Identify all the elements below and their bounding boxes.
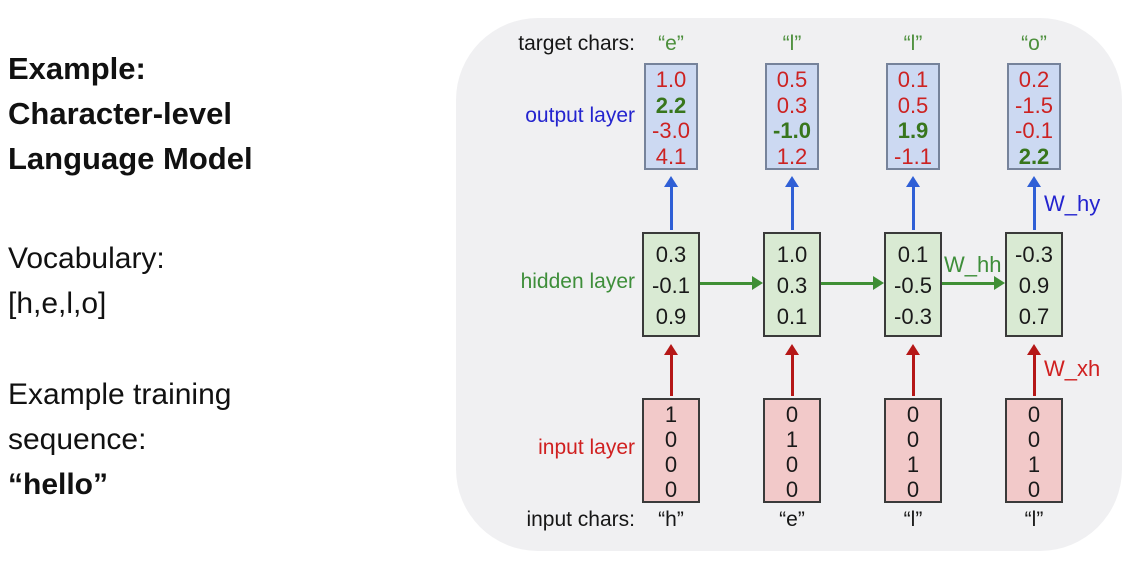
hidden-vector-box: -0.3 0.9 0.7 xyxy=(1005,232,1063,337)
up-arrow-icon xyxy=(785,176,799,230)
output-value: 1.0 xyxy=(655,67,687,92)
input-value: 0 xyxy=(1027,477,1041,502)
hidden-value: -0.3 xyxy=(1015,242,1053,267)
input-value: 0 xyxy=(906,427,920,452)
output-value: -1.1 xyxy=(894,143,932,169)
input-value: 0 xyxy=(906,477,920,502)
target-char: “o” xyxy=(1021,32,1047,55)
hidden-value: 0.3 xyxy=(655,242,687,267)
training-sequence-text: Example training sequence: “hello” xyxy=(8,372,231,507)
input-value: 0 xyxy=(1027,427,1041,452)
input-char: “e” xyxy=(779,508,805,531)
target-char: “e” xyxy=(658,32,684,55)
output-vector-box: 1.0 2.2 -3.0 4.1 xyxy=(644,63,698,170)
right-arrow-icon xyxy=(821,276,884,290)
training-line: sequence: xyxy=(8,423,147,456)
input-value: 0 xyxy=(1027,402,1041,427)
output-value: 0.1 xyxy=(897,67,929,92)
input-value: 1 xyxy=(664,402,678,427)
weight-label-w-xh: W_xh xyxy=(1044,356,1101,381)
output-vector-box: 0.1 0.5 1.9 -1.1 xyxy=(886,63,940,170)
input-value: 0 xyxy=(785,477,799,502)
hidden-value: -0.3 xyxy=(894,304,932,329)
input-vector-box: 1 0 0 0 xyxy=(642,398,700,503)
hidden-vector-box: 1.0 0.3 0.1 xyxy=(763,232,821,337)
input-value: 1 xyxy=(1027,452,1041,477)
hidden-value: 0.1 xyxy=(776,304,808,329)
up-arrow-icon xyxy=(906,176,920,230)
output-value: 0.5 xyxy=(897,92,929,118)
target-char: “l” xyxy=(903,32,923,55)
input-value: 0 xyxy=(785,452,799,477)
up-arrow-icon xyxy=(906,344,920,396)
hidden-value: -0.5 xyxy=(894,273,932,298)
up-arrow-icon xyxy=(1027,176,1041,230)
output-value: 4.1 xyxy=(655,143,687,169)
title-line: Language Model xyxy=(8,141,253,176)
vocab-line: Vocabulary: xyxy=(8,242,165,275)
hidden-layer-label: hidden layer xyxy=(520,270,635,293)
hidden-value: 0.3 xyxy=(776,273,808,298)
input-value: 1 xyxy=(906,452,920,477)
title-line: Character-level xyxy=(8,96,233,131)
hidden-vector-box: 0.3 -0.1 0.9 xyxy=(642,232,700,337)
output-value-highlighted: 1.9 xyxy=(897,118,929,143)
output-value: -0.1 xyxy=(1015,118,1053,143)
weight-label-w-hy: W_hy xyxy=(1044,191,1101,216)
weight-label-w-hh: W_hh xyxy=(944,252,1002,277)
hidden-value: 0.1 xyxy=(897,242,929,267)
title-line: Example: xyxy=(8,51,146,86)
right-arrow-icon xyxy=(942,276,1005,290)
training-sequence-value: “hello” xyxy=(8,468,109,501)
up-arrow-icon xyxy=(785,344,799,396)
hidden-value: 1.0 xyxy=(776,242,808,267)
hidden-value: 0.7 xyxy=(1018,304,1050,329)
vocab-line: [h,e,l,o] xyxy=(8,287,107,320)
input-value: 1 xyxy=(785,427,799,452)
output-value-highlighted: 2.2 xyxy=(655,92,687,118)
output-layer-label: output layer xyxy=(525,104,635,127)
hidden-value: 0.9 xyxy=(1018,273,1050,298)
slide-title: Example: Character-level Language Model xyxy=(8,46,253,181)
output-value: 1.2 xyxy=(776,143,808,169)
input-value: 0 xyxy=(785,402,799,427)
input-vector-box: 0 0 1 0 xyxy=(1005,398,1063,503)
input-value: 0 xyxy=(664,427,678,452)
input-vector-box: 0 1 0 0 xyxy=(763,398,821,503)
hidden-value: -0.1 xyxy=(652,273,690,298)
output-value: 0.5 xyxy=(776,67,808,92)
input-vector-box: 0 0 1 0 xyxy=(884,398,942,503)
vocabulary-text: Vocabulary: [h,e,l,o] xyxy=(8,236,165,326)
output-value: 0.3 xyxy=(776,92,808,118)
output-vector-box: 0.5 0.3 -1.0 1.2 xyxy=(765,63,819,170)
right-arrow-icon xyxy=(700,276,763,290)
input-char: “h” xyxy=(658,508,684,531)
output-value: -3.0 xyxy=(652,118,690,143)
output-value: 0.2 xyxy=(1018,67,1050,92)
input-char: “l” xyxy=(903,508,923,531)
up-arrow-icon xyxy=(664,344,678,396)
output-value-highlighted: -1.0 xyxy=(773,118,811,143)
hidden-value: 0.9 xyxy=(655,304,687,329)
input-chars-label: input chars: xyxy=(526,508,635,531)
hidden-vector-box: 0.1 -0.5 -0.3 xyxy=(884,232,942,337)
input-value: 0 xyxy=(664,477,678,502)
input-char: “l” xyxy=(1024,508,1044,531)
input-layer-label: input layer xyxy=(538,436,635,459)
up-arrow-icon xyxy=(1027,344,1041,396)
input-value: 0 xyxy=(664,452,678,477)
output-value: -1.5 xyxy=(1015,92,1053,118)
up-arrow-icon xyxy=(664,176,678,230)
target-char: “l” xyxy=(782,32,802,55)
output-value-highlighted: 2.2 xyxy=(1018,143,1050,169)
output-vector-box: 0.2 -1.5 -0.1 2.2 xyxy=(1007,63,1061,170)
training-line: Example training xyxy=(8,378,232,411)
target-chars-label: target chars: xyxy=(518,32,635,55)
input-value: 0 xyxy=(906,402,920,427)
